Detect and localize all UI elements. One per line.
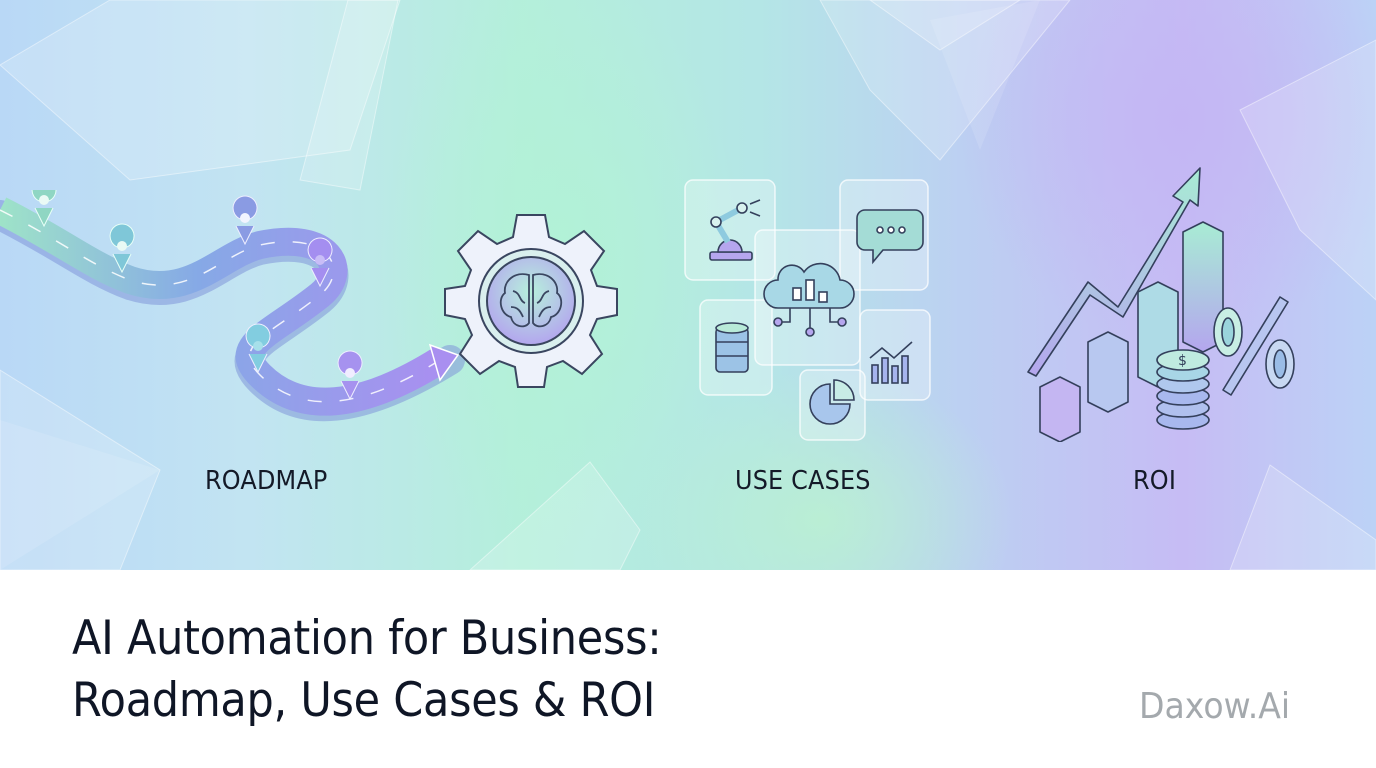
chat-bubble-icon [856, 209, 924, 265]
chart-panel [859, 309, 931, 401]
section-label-use-cases: USE CASES [735, 466, 871, 496]
cloud-analytics-icon [763, 262, 855, 337]
use-cases-illustration [684, 179, 931, 441]
hero-banner: $ ROADMAP USE CASES ROI [0, 0, 1376, 570]
brain-icon [499, 273, 563, 328]
pie-chart-icon [809, 379, 855, 425]
roadmap-illustration [0, 190, 465, 422]
section-label-roi: ROI [1133, 466, 1177, 496]
svg-text:$: $ [1178, 353, 1187, 369]
page-title: AI Automation for Business: Roadmap, Use… [72, 608, 662, 732]
title-line-2: Roadmap, Use Cases & ROI [72, 673, 656, 728]
robot-arm-icon [709, 199, 761, 261]
map-pin-icon [31, 190, 363, 401]
percent-sign-icon [1213, 296, 1295, 396]
section-label-roadmap: ROADMAP [205, 466, 328, 496]
database-icon [715, 322, 749, 373]
faceted-background [0, 0, 1376, 570]
title-line-1: AI Automation for Business: [72, 611, 662, 666]
bar-chart-trend-icon [869, 341, 913, 384]
brand-logo-text: Daxow.Ai [1139, 686, 1291, 727]
rising-arrow-icon [1027, 167, 1201, 377]
title-footer [0, 570, 1376, 768]
coin-stack-icon: $ [1156, 349, 1210, 430]
gear-with-brain-icon [444, 214, 618, 388]
roi-illustration: $ [1027, 167, 1295, 442]
